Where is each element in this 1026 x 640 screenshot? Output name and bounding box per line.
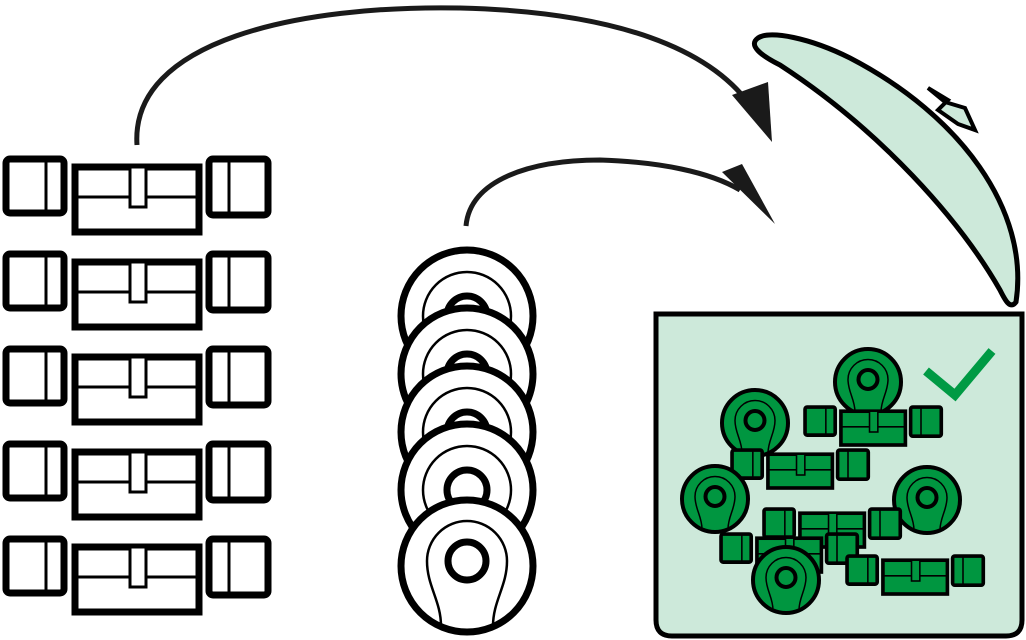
rosette-disk-icon bbox=[680, 464, 750, 534]
lock-cylinder-icon bbox=[6, 254, 268, 327]
lock-cylinder-icon bbox=[6, 159, 268, 232]
pot-lid-icon bbox=[751, 32, 1021, 308]
rosette-disk-icon bbox=[401, 500, 533, 632]
lock-cylinder-icon bbox=[6, 349, 268, 422]
rosette-disk-icon bbox=[720, 388, 790, 458]
rosette-disk-icon bbox=[751, 545, 821, 615]
lock-cylinder-icon bbox=[6, 539, 268, 612]
rosette-stack bbox=[401, 250, 533, 632]
lock-cylinder-stack bbox=[6, 159, 268, 612]
checkmark-icon bbox=[923, 348, 996, 402]
lock-cylinder-icon bbox=[6, 444, 268, 517]
rosette-disk-icon bbox=[892, 465, 962, 535]
curved-arrow-icon bbox=[463, 157, 775, 227]
rosette-disk-icon bbox=[833, 347, 903, 417]
curved-arrow-icon bbox=[134, 5, 772, 146]
